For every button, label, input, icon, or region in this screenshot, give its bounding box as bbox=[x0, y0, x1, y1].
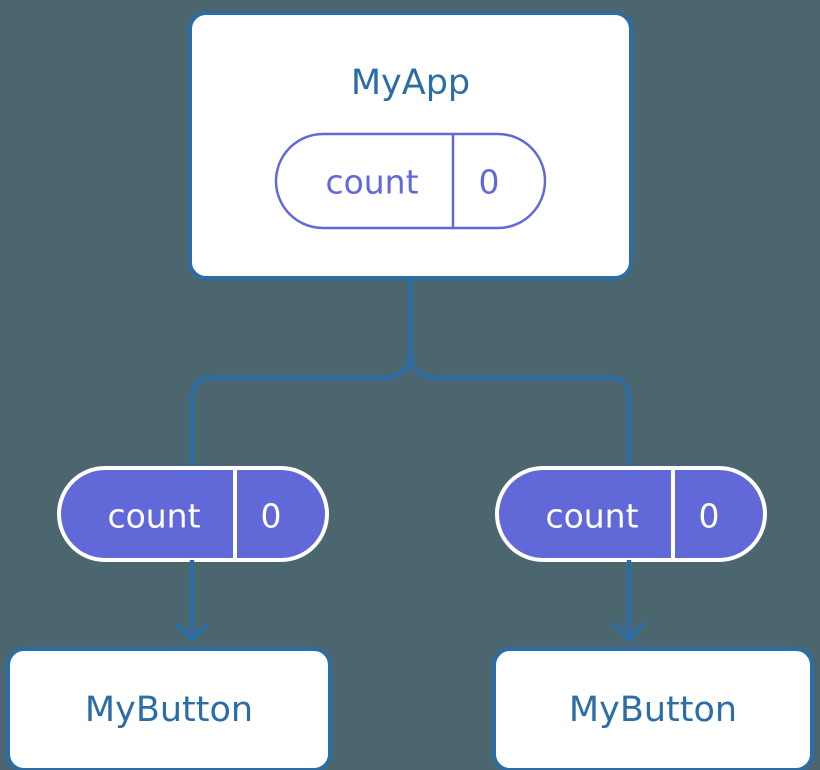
mybutton-right-background bbox=[494, 649, 812, 770]
prop-pill-left[interactable]: count 0 bbox=[57, 466, 329, 562]
node-myapp[interactable]: MyApp count 0 bbox=[188, 11, 633, 280]
mybutton-left-label: MyButton bbox=[85, 690, 253, 730]
myapp-title: MyApp bbox=[351, 63, 470, 103]
myapp-state-value: 0 bbox=[479, 163, 500, 202]
prop-pill-right[interactable]: count 0 bbox=[495, 466, 767, 562]
node-mybutton-left[interactable]: MyButton bbox=[6, 647, 332, 770]
mybutton-right-border bbox=[492, 647, 814, 770]
myapp-state-pill-background bbox=[276, 134, 545, 228]
fork-connector-icon bbox=[189, 278, 632, 468]
mybutton-left-border bbox=[6, 647, 332, 770]
mybutton-left-background bbox=[8, 649, 330, 770]
prop-pill-right-border bbox=[495, 466, 767, 562]
prop-pill-left-value: 0 bbox=[261, 497, 282, 536]
mybutton-right-label: MyButton bbox=[569, 690, 737, 730]
prop-pill-left-background bbox=[59, 468, 327, 560]
prop-pill-left-border bbox=[57, 466, 329, 562]
node-mybutton-right[interactable]: MyButton bbox=[492, 647, 814, 770]
prop-pill-left-key: count bbox=[107, 497, 200, 536]
myapp-state-pill-border bbox=[274, 132, 547, 230]
arrow-down-icon-right bbox=[611, 560, 647, 643]
arrow-down-icon-left bbox=[174, 560, 210, 643]
myapp-state-key: count bbox=[325, 163, 418, 202]
myapp-state-pill[interactable]: count 0 bbox=[274, 132, 547, 230]
prop-pill-right-value: 0 bbox=[699, 497, 720, 536]
prop-pill-right-background bbox=[497, 468, 765, 560]
myapp-box-border bbox=[188, 11, 633, 280]
prop-pill-right-key: count bbox=[545, 497, 638, 536]
